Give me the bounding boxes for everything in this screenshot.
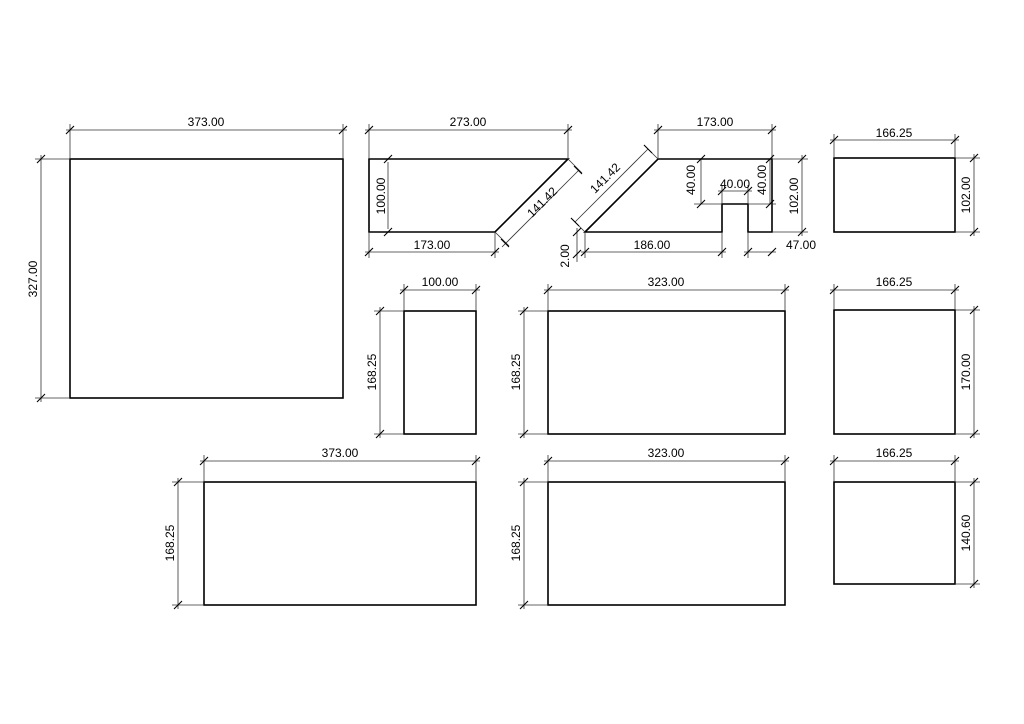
panel-9-height-label: 168.25 bbox=[509, 524, 523, 561]
panel-1-width-label: 373.00 bbox=[188, 115, 225, 129]
panel-4: 166.25 102.00 bbox=[829, 126, 980, 237]
panel-10-width-label: 166.25 bbox=[876, 446, 913, 460]
panel-7-height-label: 170.00 bbox=[959, 353, 973, 390]
panel-9-outline bbox=[547, 481, 786, 606]
panel-3-slope-label: 141.42 bbox=[587, 160, 623, 196]
panel-3: 173.00 141.42 186.00 2.00 40.00 40.00 40… bbox=[558, 115, 816, 268]
panel-3-top-label: 173.00 bbox=[697, 115, 734, 129]
panel-10-height-label: 140.60 bbox=[959, 514, 973, 551]
panel-10-outline bbox=[833, 481, 956, 585]
panel-6-height-label: 168.25 bbox=[509, 353, 523, 390]
panel-1-height-label: 327.00 bbox=[26, 260, 40, 297]
panel-2-slope-label: 141.42 bbox=[524, 184, 560, 220]
panel-1: 373.00 327.00 bbox=[26, 115, 348, 403]
panel-9-width-label: 323.00 bbox=[648, 446, 685, 460]
panel-3-height-label: 102.00 bbox=[787, 177, 801, 214]
panel-2-side-label: 100.00 bbox=[374, 177, 388, 214]
panel-3-tail-label: 47.00 bbox=[786, 238, 816, 252]
panel-5: 100.00 168.25 bbox=[365, 275, 481, 439]
panel-2-bottom-label: 173.00 bbox=[414, 238, 451, 252]
panel-5-width-label: 100.00 bbox=[422, 275, 459, 289]
panel-3-notch-width-label: 40.00 bbox=[720, 177, 750, 191]
panel-6-width-label: 323.00 bbox=[648, 275, 685, 289]
panel-5-outline bbox=[403, 310, 477, 435]
panel-8-width-label: 373.00 bbox=[322, 446, 359, 460]
panel-7-width-label: 166.25 bbox=[876, 275, 913, 289]
panel-2-slope-dim bbox=[501, 169, 580, 248]
panel-3-offset-label: 2.00 bbox=[558, 244, 572, 268]
panel-6: 323.00 168.25 bbox=[509, 275, 790, 439]
panel-8-outline bbox=[203, 481, 477, 606]
panel-2-top-label: 273.00 bbox=[450, 115, 487, 129]
panel-3-notch-right-label: 40.00 bbox=[755, 165, 769, 195]
panel-7: 166.25 170.00 bbox=[829, 275, 980, 439]
panel-9: 323.00 168.25 bbox=[509, 446, 790, 610]
panel-2: 273.00 173.00 100.00 141.42 bbox=[364, 115, 583, 258]
panel-3-slope-dim bbox=[574, 148, 649, 223]
panel-5-height-label: 168.25 bbox=[365, 353, 379, 390]
panel-4-width-label: 166.25 bbox=[876, 126, 913, 140]
panel-10: 166.25 140.60 bbox=[829, 446, 980, 589]
panel-8: 373.00 168.25 bbox=[163, 446, 481, 610]
panel-6-outline bbox=[547, 310, 786, 435]
panel-4-outline bbox=[833, 157, 956, 233]
panel-3-base-label: 186.00 bbox=[634, 238, 671, 252]
panel-4-height-label: 102.00 bbox=[959, 176, 973, 213]
panel-8-height-label: 168.25 bbox=[163, 524, 177, 561]
panel-1-outline bbox=[69, 158, 344, 399]
panel-3-notch-left-label: 40.00 bbox=[684, 165, 698, 195]
panel-7-outline bbox=[833, 309, 956, 435]
